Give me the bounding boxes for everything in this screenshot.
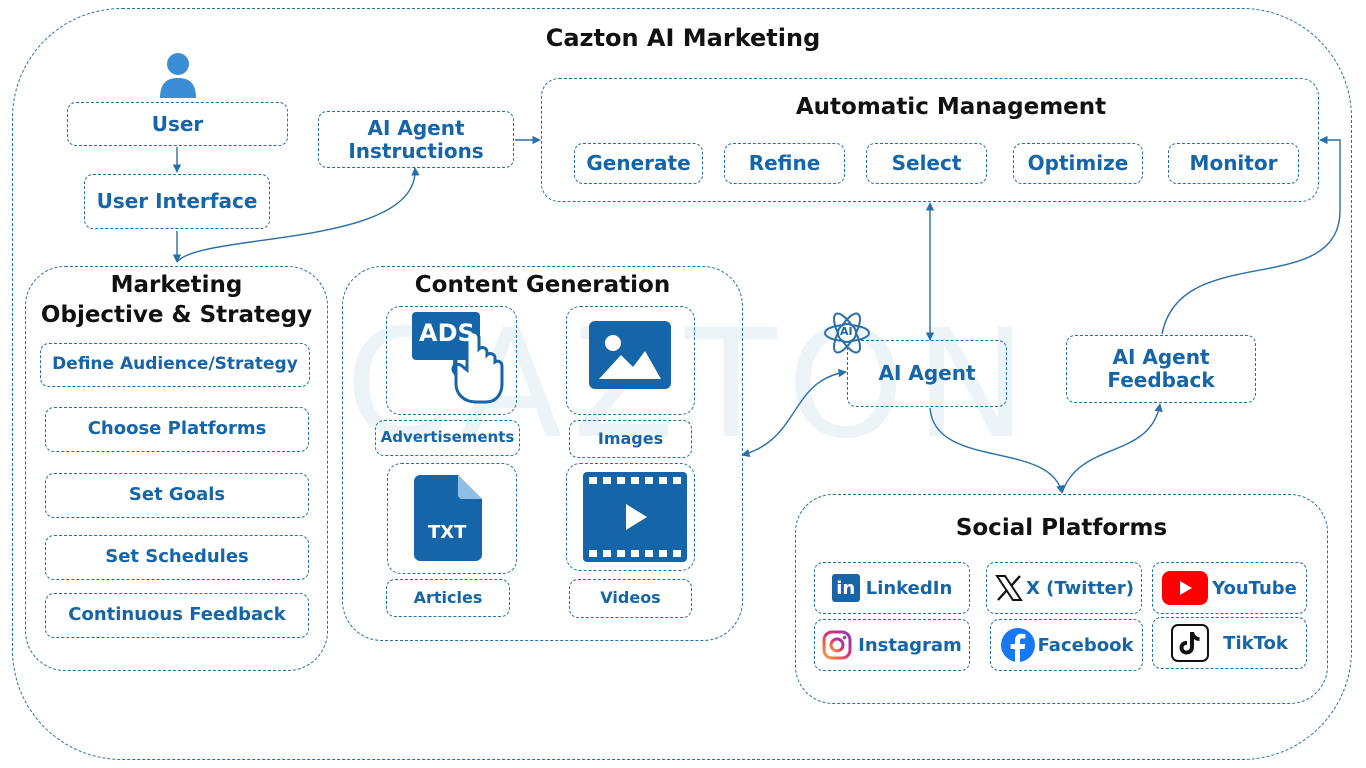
tiktok-icon	[1171, 624, 1210, 662]
social-platforms-title: Social Platforms	[955, 515, 1168, 541]
diagram-frame	[12, 8, 1352, 760]
articles-label: Articles	[386, 579, 510, 617]
platform-tiktok: TikTok	[1152, 617, 1307, 669]
instagram-icon	[822, 630, 852, 660]
social-platforms-panel	[795, 494, 1328, 704]
platform-linkedin: in LinkedIn	[814, 562, 970, 614]
image-icon	[589, 321, 671, 389]
step-monitor: Monitor	[1168, 143, 1299, 184]
images-tile	[566, 306, 695, 415]
diagram-title: Cazton AI Marketing	[545, 24, 821, 52]
x-logo-icon	[995, 575, 1023, 601]
marketing-item-schedules: Set Schedules	[45, 535, 309, 580]
automatic-management-panel	[541, 78, 1319, 202]
step-optimize: Optimize	[1013, 143, 1143, 184]
platform-linkedin-label: LinkedIn	[865, 577, 953, 599]
ai-agent-box: AI Agent	[847, 340, 1007, 407]
agent-instructions-box: AI Agent Instructions	[318, 111, 514, 168]
marketing-item-feedback: Continuous Feedback	[45, 593, 309, 638]
youtube-icon	[1162, 571, 1209, 605]
advertisements-label: Advertisements	[375, 420, 520, 456]
txt-badge-text: TXT	[428, 522, 467, 543]
videos-tile	[566, 463, 695, 571]
user-icon	[160, 53, 196, 98]
ads-badge-text: ADS	[419, 319, 475, 347]
platform-facebook-label: Facebook	[1037, 634, 1134, 656]
ai-badge-text: AI	[840, 325, 853, 338]
platform-x-label: X (Twitter)	[1026, 577, 1134, 599]
platform-youtube-label: YouTube	[1212, 577, 1297, 599]
video-icon	[583, 472, 687, 562]
articles-tile	[387, 463, 517, 574]
marketing-title-line2: Objective & Strategy	[40, 302, 313, 328]
platform-instagram: Instagram	[814, 619, 970, 671]
user-interface-box: User Interface	[84, 174, 270, 229]
linkedin-icon: in	[831, 574, 860, 602]
automatic-management-title: Automatic Management	[795, 94, 1107, 120]
platform-facebook: Facebook	[990, 619, 1143, 671]
txt-file-icon: TXT	[414, 475, 482, 561]
ads-icon: ADS	[410, 310, 505, 406]
images-label: Images	[569, 420, 692, 458]
content-generation-title: Content Generation	[414, 272, 671, 298]
marketing-item-platforms: Choose Platforms	[45, 407, 309, 452]
content-generation-panel	[342, 266, 743, 641]
platform-instagram-label: Instagram	[858, 634, 962, 656]
user-box: User	[67, 102, 288, 146]
videos-label: Videos	[569, 579, 692, 618]
ai-feedback-box: AI Agent Feedback	[1066, 335, 1256, 403]
platform-youtube: YouTube	[1152, 562, 1307, 614]
facebook-icon	[1000, 628, 1035, 663]
ads-tile	[386, 306, 517, 415]
marketing-panel	[25, 266, 328, 671]
marketing-item-audience: Define Audience/Strategy	[40, 343, 310, 387]
step-generate: Generate	[574, 143, 703, 184]
ai-atom-icon: AI	[822, 310, 872, 356]
step-select: Select	[866, 143, 987, 184]
marketing-title-line1: Marketing	[110, 272, 243, 298]
platform-tiktok-label: TikTok	[1223, 632, 1288, 654]
platform-x: X (Twitter)	[986, 562, 1142, 614]
marketing-item-goals: Set Goals	[45, 473, 309, 518]
step-refine: Refine	[724, 143, 845, 184]
